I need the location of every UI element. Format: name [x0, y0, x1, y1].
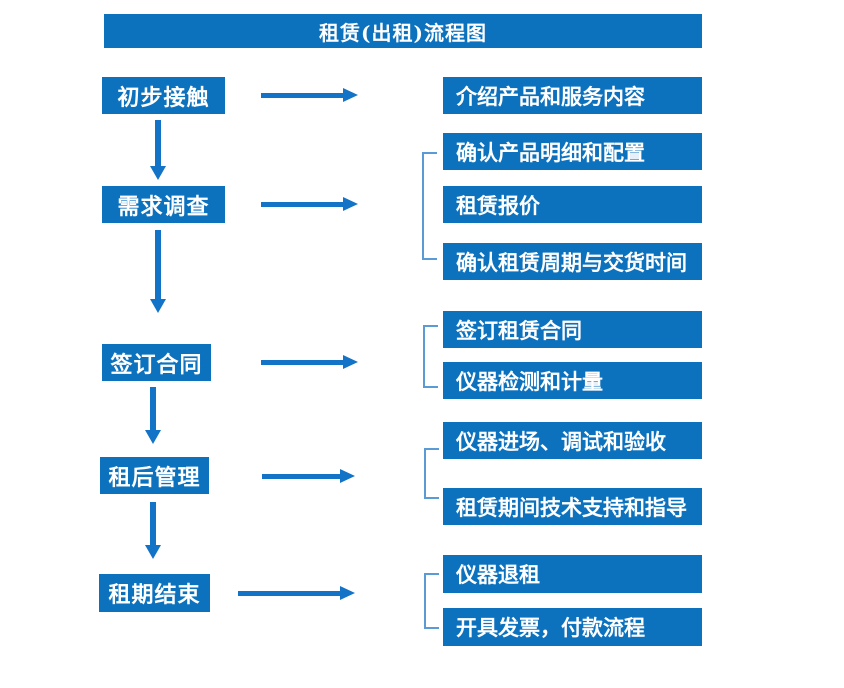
- detail-box-invoice-payment: 开具发票，付款流程: [443, 608, 702, 646]
- arrow-head: [340, 469, 355, 483]
- arrow-head: [150, 299, 166, 313]
- arrow-head: [340, 586, 355, 600]
- title-bar: 租赁(出租)流程图: [104, 14, 702, 48]
- step-box-demand-survey: 需求调查: [102, 186, 225, 223]
- step-box-post-rental-management: 租后管理: [100, 457, 209, 494]
- arrow-right-icon: [261, 88, 358, 102]
- group-bracket: [423, 325, 438, 388]
- arrow-head: [145, 430, 161, 444]
- detail-box-instrument-testing: 仪器检测和计量: [443, 362, 702, 399]
- detail-box-instrument-return: 仪器退租: [443, 555, 702, 593]
- arrow-shaft: [155, 230, 161, 299]
- arrow-right-icon: [261, 355, 358, 369]
- arrow-head: [343, 355, 358, 369]
- arrow-down-icon: [150, 120, 166, 180]
- step-box-sign-contract: 签订合同: [102, 344, 211, 381]
- arrow-down-icon: [145, 387, 161, 444]
- arrow-head: [145, 545, 161, 559]
- detail-box-rental-quote: 租赁报价: [443, 186, 702, 223]
- step-box-lease-end: 租期结束: [99, 574, 210, 612]
- arrow-head: [150, 166, 166, 180]
- group-bracket: [424, 573, 439, 629]
- arrow-shaft: [261, 201, 343, 207]
- detail-box-sign-rental-contract: 签订租赁合同: [443, 311, 702, 348]
- detail-box-confirm-product-details: 确认产品明细和配置: [443, 133, 702, 170]
- arrow-head: [343, 88, 358, 102]
- arrow-shaft: [155, 120, 161, 166]
- arrow-shaft: [261, 359, 343, 365]
- arrow-shaft: [261, 92, 343, 98]
- detail-box-introduce-products: 介绍产品和服务内容: [443, 77, 702, 114]
- arrow-down-icon: [145, 502, 161, 559]
- arrow-down-icon: [150, 230, 166, 313]
- step-box-initial-contact: 初步接触: [102, 77, 225, 114]
- arrow-right-icon: [261, 197, 358, 211]
- group-bracket: [424, 448, 439, 499]
- detail-box-instrument-arrival: 仪器进场、调试和验收: [443, 422, 702, 459]
- arrow-shaft: [262, 473, 340, 479]
- arrow-shaft: [238, 590, 340, 596]
- page-title: 租赁(出租)流程图: [319, 20, 487, 45]
- arrow-right-icon: [238, 586, 355, 600]
- group-bracket: [422, 152, 437, 260]
- detail-box-confirm-rental-period: 确认租赁周期与交货时间: [443, 243, 702, 280]
- arrow-right-icon: [262, 469, 355, 483]
- arrow-shaft: [150, 387, 156, 430]
- detail-box-technical-support: 租赁期间技术支持和指导: [443, 488, 702, 525]
- arrow-head: [343, 197, 358, 211]
- arrow-shaft: [150, 502, 156, 545]
